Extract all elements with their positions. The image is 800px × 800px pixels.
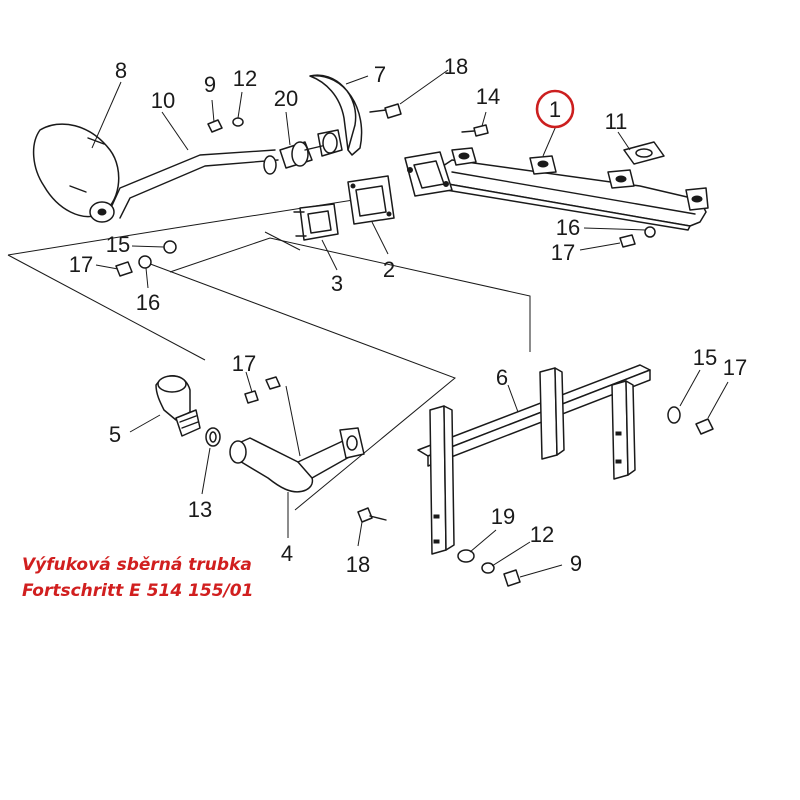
caption-line-2: Fortschritt E 514 155/01 (22, 581, 254, 601)
callout-6: 6 (496, 365, 508, 390)
callout-16-right: 16 (556, 215, 580, 240)
callout-9-top: 9 (204, 72, 216, 97)
leader-lines (91, 69, 729, 578)
callout-5: 5 (109, 422, 121, 447)
fasteners-middle (244, 376, 281, 404)
callout-14: 14 (476, 84, 500, 109)
callout-3: 3 (331, 271, 343, 296)
callout-20: 20 (274, 86, 298, 111)
elbow-part-5 (155, 375, 201, 437)
muffler-part-8 (32, 123, 120, 223)
callout-19: 19 (491, 504, 515, 529)
callout-15-left: 15 (106, 232, 130, 257)
caption-line-1: Výfuková sběrná trubka (22, 555, 252, 575)
callout-1: 1 (549, 97, 561, 122)
callout-16-left: 16 (136, 290, 160, 315)
gasket-part-2 (347, 175, 395, 225)
fasteners-bottom (357, 406, 714, 587)
callout-12-bottom: 12 (530, 522, 554, 547)
exhaust-manifold-part-1 (404, 147, 709, 231)
callout-2: 2 (383, 257, 395, 282)
pipe-bend-part-4 (229, 427, 365, 493)
support-bracket-part-6 (417, 364, 651, 555)
diagram-caption: Výfuková sběrná trubka Fortschritt E 514… (22, 552, 253, 604)
highlight-circle (535, 89, 575, 129)
callout-10: 10 (151, 88, 175, 113)
callout-18-bottom: 18 (346, 552, 370, 577)
callout-13: 13 (188, 497, 212, 522)
ring-part-13 (205, 427, 221, 447)
callout-7: 7 (374, 62, 386, 87)
callout-15-right: 15 (693, 345, 717, 370)
fasteners-top (115, 103, 656, 277)
callout-17-right: 17 (551, 240, 575, 265)
callout-18-top: 18 (444, 54, 468, 79)
callout-numbers: 8 10 9 12 20 7 18 14 1 11 16 17 15 17 16… (69, 54, 747, 577)
clamp-part-20 (279, 129, 343, 169)
flange-plate-part-3 (293, 203, 339, 241)
callout-4: 4 (281, 541, 293, 566)
callout-17-left: 17 (69, 252, 93, 277)
assembly-outline (7, 194, 531, 511)
callout-12-top: 12 (233, 66, 257, 91)
exhaust-pipe-part-10 (109, 149, 279, 219)
gasket-part-11 (623, 141, 665, 165)
callout-8: 8 (115, 58, 127, 83)
callout-9-bottom: 9 (570, 551, 582, 576)
callout-17-far-right: 17 (723, 355, 747, 380)
callout-17-middle: 17 (232, 351, 256, 376)
callout-11: 11 (605, 109, 628, 134)
